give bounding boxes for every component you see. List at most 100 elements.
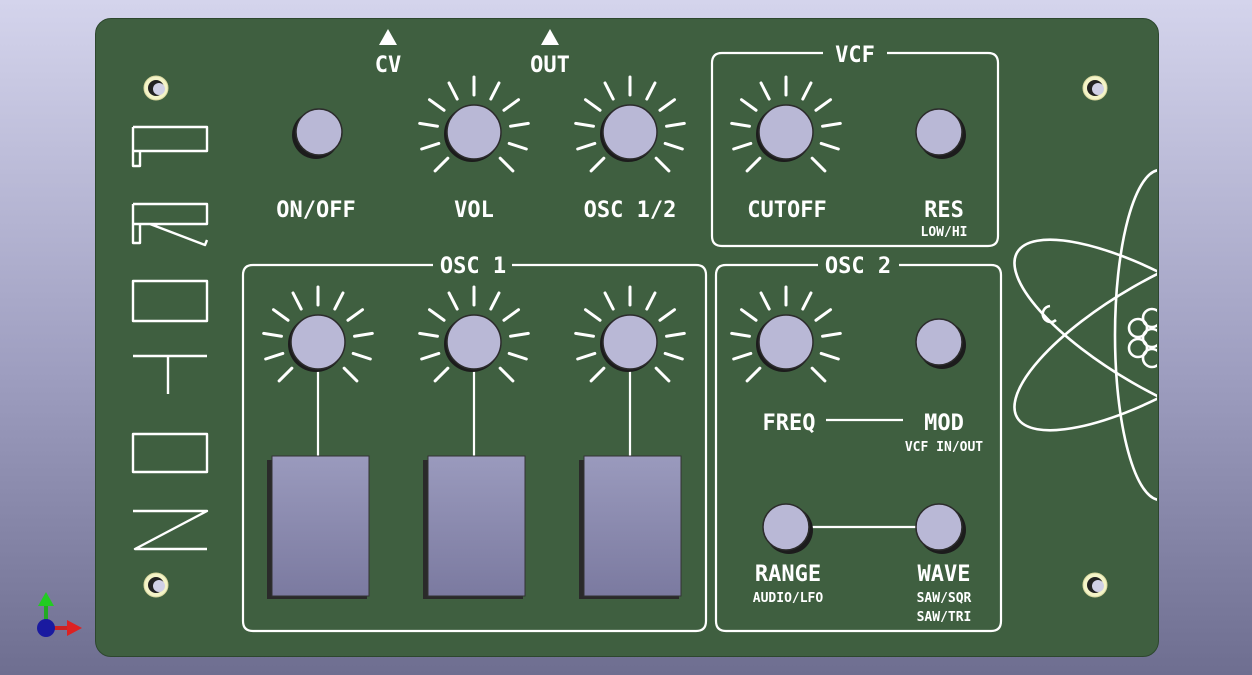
knob-tick-mark [589, 366, 606, 383]
knob-tick-mark [418, 121, 439, 128]
osc-mix-knob[interactable] [574, 75, 686, 173]
axes-gizmo [37, 592, 82, 637]
knob-tick-mark [489, 291, 501, 311]
knob-tick-mark [658, 98, 676, 112]
osc2-title: OSC 2 [825, 254, 891, 279]
knob-tick-mark [814, 308, 832, 322]
knob-tick-mark [428, 308, 446, 322]
knob-tick-mark [489, 81, 501, 101]
mod-sub-label: VCF IN/OUT [905, 440, 983, 455]
knob-tick-mark [277, 366, 294, 383]
cv-jack-arrow-icon [379, 29, 397, 45]
knob-cap[interactable] [290, 314, 346, 370]
osc1-title: OSC 1 [440, 254, 506, 279]
knob-tick-mark [740, 308, 758, 322]
knob-tick-mark [663, 141, 684, 151]
knob-cap[interactable] [446, 314, 502, 370]
knob-tick-mark [574, 331, 595, 338]
atom-logo-icon [1013, 168, 1157, 502]
mod-switch-button[interactable] [915, 318, 966, 369]
knob-tick-mark [418, 331, 439, 338]
osc1-knob-2[interactable] [418, 285, 530, 383]
knob-tick-mark [498, 156, 515, 173]
knob-tick-mark [584, 308, 602, 322]
osc1-knob-3[interactable] [574, 285, 686, 383]
knob-tick-mark [814, 98, 832, 112]
knob-tick-mark [291, 291, 303, 311]
osc1-slider-3[interactable] [583, 455, 682, 597]
knob-tick-mark [333, 291, 345, 311]
knob-tick-mark [428, 98, 446, 112]
out-jack-arrow-icon [541, 29, 559, 45]
osc1-channel-3 [574, 285, 686, 599]
knob-tick-mark [509, 121, 530, 128]
knob-tick-mark [730, 331, 751, 338]
knob-cap[interactable] [602, 104, 658, 160]
knob-tick-mark [507, 141, 528, 151]
freq-knob[interactable] [730, 285, 842, 383]
knob-cap[interactable] [758, 314, 814, 370]
vcf-title: VCF [835, 43, 875, 68]
wave-switch-button[interactable] [915, 503, 966, 554]
knob-tick-mark [272, 308, 290, 322]
knob-tick-mark [821, 121, 842, 128]
res-sub-label: LOW/HI [921, 225, 968, 240]
knob-tick-mark [801, 291, 813, 311]
res-label: RES [924, 198, 964, 223]
knob-tick-mark [589, 156, 606, 173]
knob-tick-mark [433, 156, 450, 173]
knob-tick-mark [603, 291, 615, 311]
knob-tick-mark [821, 331, 842, 338]
osc1-section-frame [241, 263, 708, 633]
knob-tick-mark [759, 81, 771, 101]
knob-cap[interactable] [446, 104, 502, 160]
wave-sub-label-2: SAW/TRI [917, 610, 972, 625]
range-switch-button[interactable] [762, 503, 813, 554]
knob-tick-mark [420, 351, 441, 361]
knob-tick-mark [264, 351, 285, 361]
cutoff-knob[interactable] [730, 75, 842, 173]
cv-jack-label: CV [375, 53, 402, 78]
knob-tick-mark [759, 291, 771, 311]
osc1-slider-1[interactable] [271, 455, 370, 597]
osc1-channel-2 [418, 285, 530, 599]
vol-knob[interactable] [418, 75, 530, 173]
out-jack-label: OUT [530, 53, 570, 78]
knob-tick-mark [351, 351, 372, 361]
knob-tick-mark [584, 98, 602, 112]
mount-hole-bottom-left [143, 572, 169, 598]
mount-hole-bottom-right [1082, 572, 1108, 598]
knob-tick-mark [732, 141, 753, 151]
osc1-slider-2[interactable] [427, 455, 526, 597]
knob-tick-mark [433, 366, 450, 383]
on-off-button[interactable] [292, 108, 343, 159]
knob-tick-mark [819, 351, 840, 361]
osc2-section-frame [714, 263, 1003, 633]
knob-tick-mark [502, 308, 520, 322]
knob-cap[interactable] [602, 314, 658, 370]
res-switch-button[interactable] [915, 108, 966, 159]
vol-label: VOL [454, 198, 494, 223]
freq-label: FREQ [763, 411, 816, 436]
osc1-knob-1[interactable] [262, 285, 374, 383]
knob-tick-mark [654, 366, 671, 383]
knob-tick-mark [730, 121, 751, 128]
wave-sub-label-1: SAW/SQR [917, 591, 972, 606]
knob-tick-mark [262, 331, 283, 338]
on-off-label: ON/OFF [276, 198, 355, 223]
knob-tick-mark [732, 351, 753, 361]
knob-tick-mark [645, 291, 657, 311]
knob-tick-mark [645, 81, 657, 101]
knob-tick-mark [507, 351, 528, 361]
knob-tick-mark [740, 98, 758, 112]
knob-cap[interactable] [758, 104, 814, 160]
knob-tick-mark [665, 121, 686, 128]
osc1-channel-1 [262, 285, 374, 599]
knob-tick-mark [509, 331, 530, 338]
knob-tick-mark [665, 331, 686, 338]
knob-tick-mark [810, 156, 827, 173]
knob-tick-mark [576, 351, 597, 361]
knob-tick-mark [353, 331, 374, 338]
knob-tick-mark [574, 121, 595, 128]
